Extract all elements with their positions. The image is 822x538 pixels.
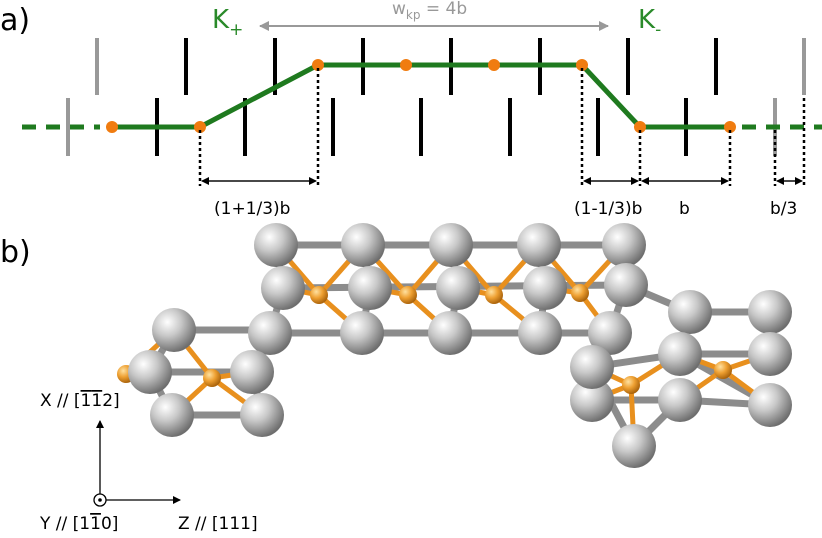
panel-b-tag: b): [0, 235, 31, 270]
dim-label-1: (1+1/3)b: [214, 199, 290, 219]
nodes: [106, 59, 736, 133]
reference-lines: [198, 68, 806, 186]
y-axis-label: Y // [110]: [39, 514, 118, 534]
panel-b: b): [0, 223, 792, 534]
x-axis-label: X // [112]: [40, 391, 120, 411]
dislocation-line: [22, 62, 822, 130]
width-label: wkp = 4b: [392, 0, 467, 22]
dim-label-3: b: [679, 199, 690, 219]
core-atoms: [117, 284, 732, 394]
front-atoms: [128, 263, 792, 468]
dim-label-2: (1-1/3)b: [574, 199, 642, 219]
coordinate-axes: X // [112] Y // [110] Z // [111]: [39, 391, 258, 534]
dim-label-4: b/3: [770, 199, 797, 219]
panel-a: a) K+ K- wkp = 4b: [0, 0, 822, 219]
z-axis-label: Z // [111]: [178, 514, 258, 534]
k-plus-label: K+: [212, 5, 243, 40]
panel-a-tag: a): [0, 3, 30, 38]
k-minus-label: K-: [638, 5, 661, 40]
atomic-rows: [66, 38, 806, 156]
back-atoms: [150, 223, 792, 437]
